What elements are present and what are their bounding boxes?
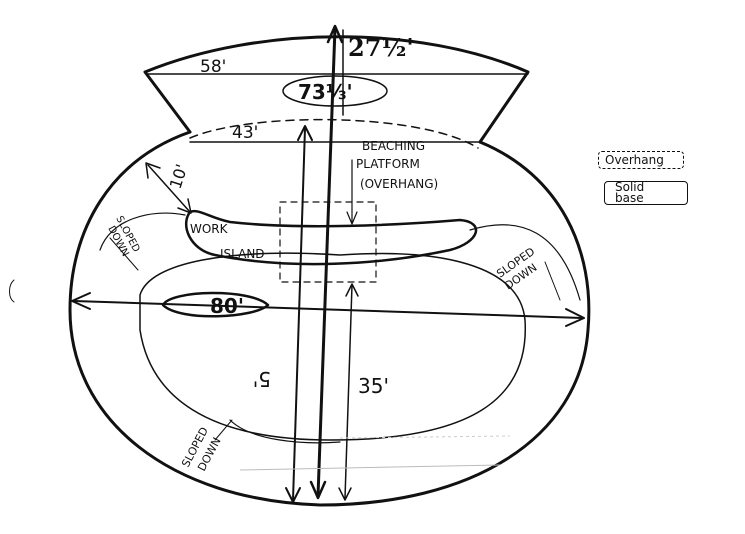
offset-10-arrow-bottom xyxy=(177,198,192,214)
depth-5-label: 5' xyxy=(253,367,271,391)
work-island-label-line-1: WORK xyxy=(190,222,229,236)
overhang-dashed-arc xyxy=(189,118,479,149)
sloped-pointer-right xyxy=(544,261,561,301)
left-sloped-arc xyxy=(99,212,186,251)
width-80-ellipse xyxy=(161,291,270,318)
legend-solid-base-label: Solid base xyxy=(615,180,645,205)
sloped-pointer-bottom xyxy=(214,419,233,441)
legend-overhang: Overhang xyxy=(598,151,684,169)
depth-5-arrow-top xyxy=(297,125,313,141)
depth-5-line xyxy=(292,127,306,501)
outer-basin-outline xyxy=(68,130,591,507)
depth-27-label: 27½' xyxy=(348,33,414,62)
offset-10-arrow-top xyxy=(145,162,161,179)
depth-35-arrow-bottom xyxy=(338,487,352,501)
depth-35-arrow-top xyxy=(345,283,359,297)
area-73-label: 73⅓' xyxy=(298,80,353,104)
depth-27-arrow-top xyxy=(326,24,344,44)
depth-35-label: 35' xyxy=(358,374,389,398)
width-80-arrow-right xyxy=(565,308,585,327)
width-80-label: 80' xyxy=(210,294,244,318)
platform-label-line-3: (OVERHANG) xyxy=(360,177,438,191)
platform-label-line-2: PLATFORM xyxy=(356,157,420,171)
legend-solid-base: Solid base xyxy=(604,181,688,205)
work-island-shape xyxy=(184,209,478,266)
offset-10-label: 10' xyxy=(166,162,192,191)
depth-5-arrow-bottom xyxy=(285,487,301,503)
bottom-sloped-arc xyxy=(229,419,341,444)
platform-pointer-arrow xyxy=(346,211,358,225)
work-island-label-line-2: ISLAND xyxy=(220,247,265,261)
scan-mark xyxy=(239,464,501,471)
offset-10-line xyxy=(147,164,191,213)
width-43-label: 43' xyxy=(232,123,258,143)
width-80-line xyxy=(73,300,583,319)
area-73-ellipse xyxy=(282,75,388,107)
platform-label-line-1: BEACHING xyxy=(362,139,425,153)
width-80-arrow-left xyxy=(71,292,91,310)
legend-overhang-label: Overhang xyxy=(605,152,664,167)
depth-27-line xyxy=(316,26,337,498)
top-width-label: 58' xyxy=(200,57,226,77)
depth-27-arrow-bottom xyxy=(309,480,327,500)
scan-mark xyxy=(339,435,511,439)
sloped-pointer-left xyxy=(109,237,139,271)
scan-bracket xyxy=(9,279,15,303)
right-sloped-arc xyxy=(469,224,581,301)
depth-35-line xyxy=(344,284,353,499)
inner-basin-outline xyxy=(139,252,526,441)
